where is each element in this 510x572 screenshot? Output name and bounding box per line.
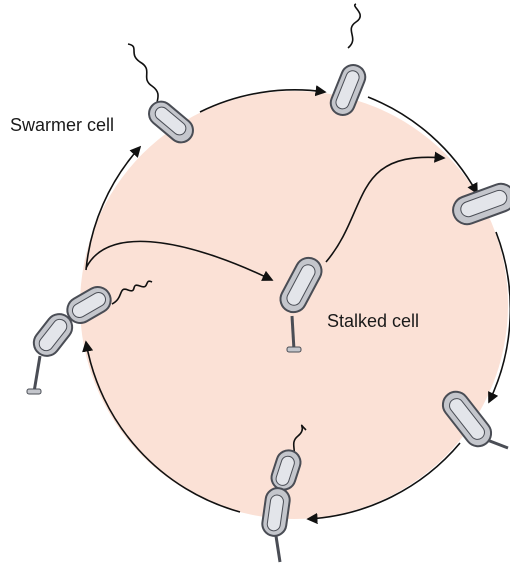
swarmer-cell-top [327,4,369,119]
stalked-cell-label: Stalked cell [327,311,419,331]
stalk [276,536,280,562]
flagellum [348,4,360,48]
swarmer-cell [128,44,198,147]
stalk [34,356,40,392]
stalk [292,316,294,350]
swarmer-cell-label: Swarmer cell [10,115,114,135]
